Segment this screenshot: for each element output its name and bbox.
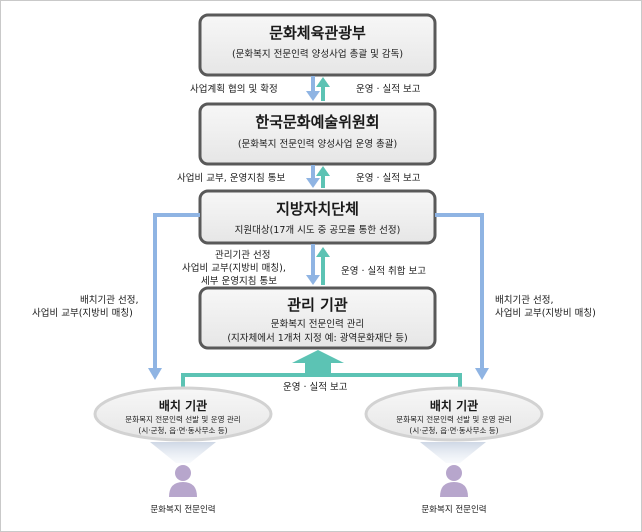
edge-label-council-to-localgov: 사업비 교부, 운영지침 통보: [177, 173, 286, 184]
person-left-icon: [169, 465, 197, 497]
ministry-title: 문화체육관광부: [269, 24, 366, 42]
arrow-placements-to-mgmt: [181, 350, 462, 395]
arrow-localgov-to-council: [316, 166, 330, 188]
ministry-box: [198, 13, 437, 77]
placement-right-sub-1: 문화복지 전문인력 선발 및 운영 관리: [396, 415, 512, 424]
edge-label-localgov-to-mgmt-2: 사업비 교부(지방비 매칭),: [182, 263, 286, 274]
person-right-icon: [440, 465, 468, 497]
placement-right-ellipse: [364, 386, 544, 442]
arrow-localgov-to-right-placement: [435, 213, 489, 380]
person-right-label: 문화복지 전문인력: [421, 505, 487, 515]
mgmt-subtitle-2: (지자체에서 1개처 지정 예: 광역문화재단 등): [227, 333, 408, 344]
council-subtitle: (문화복지 전문인력 양성사업 운영 총괄): [237, 139, 398, 150]
council-title: 한국문화예술위원회: [255, 113, 380, 131]
funnel-left: [150, 442, 216, 463]
placement-left-sub-1: 문화복지 전문인력 선발 및 운영 관리: [125, 415, 241, 424]
arrow-mgmt-to-localgov: [316, 247, 330, 285]
ministry-subtitle: (문화복지 전문인력 양성사업 총괄 및 감독): [231, 49, 404, 60]
edge-label-localgov-to-mgmt-3: 세부 운영지침 통보: [201, 276, 277, 287]
arrow-council-to-localgov: [306, 165, 320, 188]
arrow-localgov-to-mgmt: [306, 244, 320, 285]
placement-left-title: 배치 기관: [158, 399, 208, 413]
person-left-label: 문화복지 전문인력: [150, 505, 216, 515]
placement-right-sub-2: (시·군청, 읍·면·동사무소 등): [409, 426, 499, 435]
edge-label-placements-to-mgmt: 운영 · 실적 보고: [283, 382, 348, 393]
mgmt-title: 관리 기관: [287, 296, 348, 314]
edge-label-right-placement-2: 사업비 교부(지방비 매칭): [495, 308, 596, 319]
mgmt-box: [198, 286, 437, 350]
placement-left-sub-2: (시·군청, 읍·면·동사무소 등): [138, 426, 228, 435]
localgov-subtitle: 지원대상(17개 시도 중 공모를 통한 선정): [234, 225, 401, 236]
edge-label-council-to-ministry: 운영 · 실적 보고: [356, 84, 421, 95]
edge-label-localgov-to-council: 운영 · 실적 보고: [356, 173, 421, 184]
arrow-ministry-to-council: [306, 76, 320, 101]
edge-label-right-placement-1: 배치기관 선정,: [495, 295, 554, 306]
placement-right-title: 배치 기관: [429, 399, 479, 413]
edge-label-left-placement-2: 사업비 교부(지방비 매칭): [32, 308, 133, 319]
mgmt-subtitle-1: 문화복지 전문인력 관리: [270, 319, 365, 330]
edge-label-ministry-to-council: 사업계획 협의 및 확정: [190, 84, 278, 95]
placement-left-ellipse: [93, 386, 273, 442]
edge-label-mgmt-to-localgov: 운영 · 실적 취합 보고: [341, 266, 427, 277]
edge-label-left-placement-1: 배치기관 선정,: [80, 295, 139, 306]
edge-label-localgov-to-mgmt-1: 관리기관 선정: [215, 250, 271, 261]
arrow-localgov-to-left-placement: [148, 213, 200, 380]
arrow-council-to-ministry: [316, 77, 330, 101]
council-box: [198, 102, 437, 166]
localgov-title: 지방자치단체: [276, 200, 359, 218]
funnel-right: [420, 442, 486, 463]
